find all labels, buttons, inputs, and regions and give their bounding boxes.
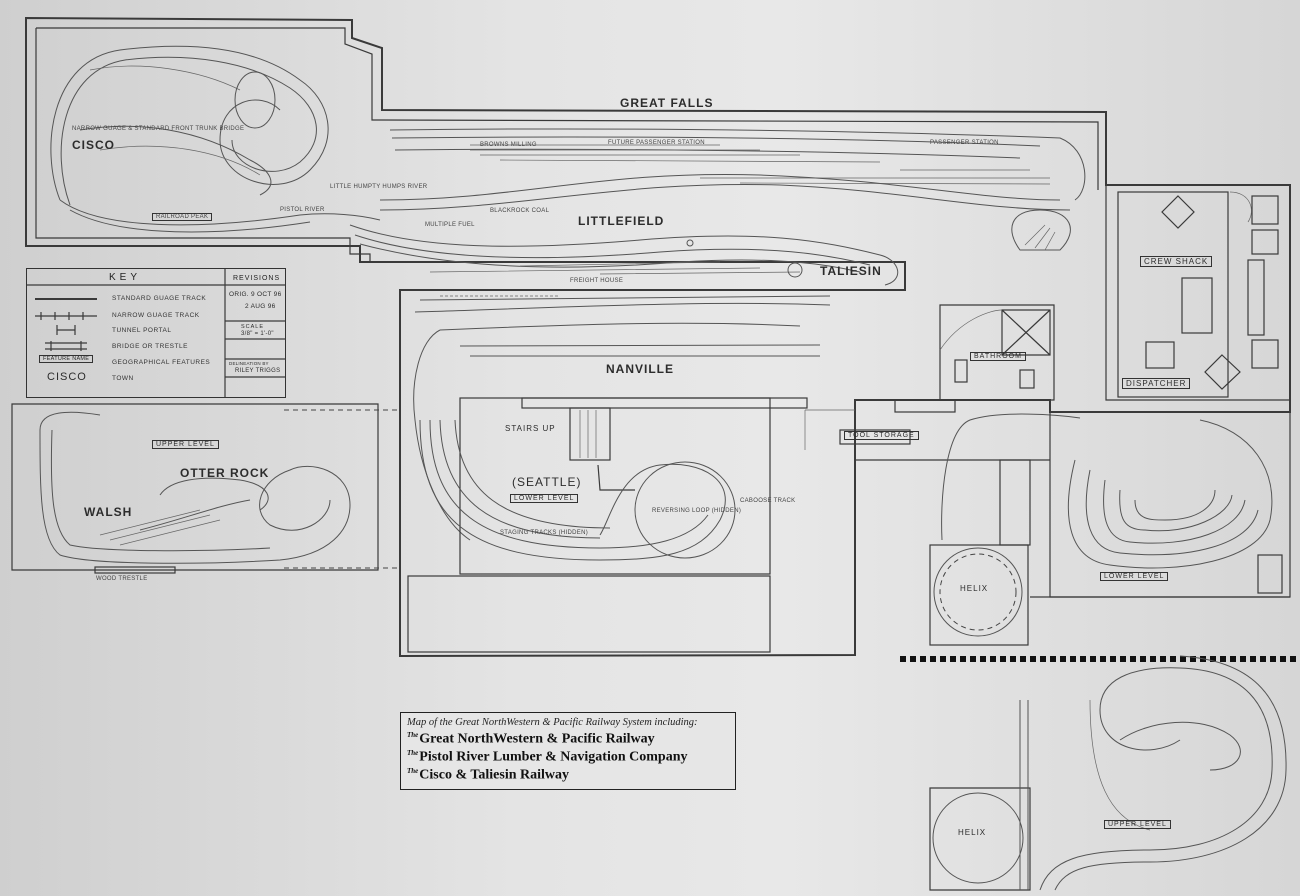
littlefield-tracks bbox=[349, 224, 898, 286]
feature-front-trunk-bridge: NARROW GUAGE & STANDARD FRONT TRUNK BRID… bbox=[72, 126, 245, 132]
key-standard-track: STANDARD GUAGE TRACK bbox=[112, 295, 207, 302]
revisions-title: REVISIONS bbox=[233, 275, 281, 282]
feature-browns-milling: BROWNS MILLING bbox=[480, 142, 537, 148]
room-dispatcher: DISPATCHER bbox=[1122, 378, 1191, 389]
feature-blackrock-coal: BLACKROCK COAL bbox=[490, 208, 550, 214]
great-falls-tracks bbox=[379, 128, 1086, 211]
feature-future-passenger-station: FUTURE PASSENGER STATION bbox=[608, 140, 705, 146]
room-stairs-up: STAIRS UP bbox=[505, 424, 556, 433]
key-tunnel-portal: TUNNEL PORTAL bbox=[112, 327, 172, 334]
key-feature-sample: FEATURE NAME bbox=[39, 355, 94, 363]
feature-wood-trestle: WOOD TRESTLE bbox=[96, 576, 148, 582]
railway-pistol-river: Pistol River Lumber & Navigation Company bbox=[419, 749, 688, 765]
south-upper-level bbox=[929, 655, 1287, 891]
feature-reversing-loop: REVERSING LOOP (HIDDEN) bbox=[652, 508, 742, 514]
railway-great-northwestern: Great NorthWestern & Pacific Railway bbox=[419, 731, 655, 747]
town-otter-rock: OTTER ROCK bbox=[180, 466, 270, 480]
key-geo-features: GEOGRAPHICAL FEATURES bbox=[112, 359, 211, 366]
delineation-title: DELINEATION BY bbox=[229, 361, 269, 366]
feature-passenger-station: PASSENGER STATION bbox=[930, 140, 999, 146]
feature-pistol-river: PISTOL RIVER bbox=[280, 207, 325, 213]
map-key: KEY REVISIONS STANDARD GUAGE TRACK NARRO… bbox=[26, 268, 286, 398]
railway-line-2: ThePistol River Lumber & Navigation Comp… bbox=[407, 749, 688, 766]
walsh-upper-level bbox=[11, 403, 400, 574]
railway-cisco-taliesin: Cisco & Taliesin Railway bbox=[419, 767, 570, 783]
town-seattle: (SEATTLE) bbox=[512, 475, 582, 489]
railway-line-3: TheCisco & Taliesin Railway bbox=[407, 767, 569, 784]
key-town-sample: CISCO bbox=[47, 371, 87, 383]
middle-rooms bbox=[804, 304, 1055, 461]
delineator-name: RILEY TRIGGS bbox=[235, 368, 281, 374]
town-cisco: CISCO bbox=[72, 138, 116, 152]
title-caption: Map of the Great NorthWestern & Pacific … bbox=[407, 717, 698, 728]
cisco-tracks bbox=[50, 45, 381, 233]
feature-little-humpty-river: LITTLE HUMPTY HUMPS RIVER bbox=[330, 184, 428, 190]
label-lower-level-east: LOWER LEVEL bbox=[1100, 572, 1169, 581]
nanville-tracks bbox=[413, 295, 831, 541]
feature-multiple-fuel: MULTIPLE FUEL bbox=[425, 222, 475, 228]
the-prefix: The bbox=[407, 767, 419, 775]
feature-railroad-peak: RAILROAD PEAK bbox=[152, 213, 213, 221]
roundhouse bbox=[1011, 209, 1071, 251]
helix-lower-drawing bbox=[929, 413, 1081, 646]
the-prefix: The bbox=[407, 749, 419, 757]
the-prefix: The bbox=[407, 731, 419, 739]
label-upper-level-south: UPPER LEVEL bbox=[1104, 820, 1171, 829]
town-littlefield: LITTLEFIELD bbox=[578, 214, 665, 228]
railway-line-1: TheGreat NorthWestern & Pacific Railway bbox=[407, 731, 655, 748]
town-taliesin: TALIESIN bbox=[820, 264, 882, 278]
key-bridge: BRIDGE OR TRESTLE bbox=[112, 343, 188, 350]
scale-title: SCALE bbox=[241, 324, 265, 330]
label-lower-level-seattle: LOWER LEVEL bbox=[510, 494, 579, 503]
revision-second: 2 AUG 96 bbox=[245, 303, 276, 310]
room-tool-storage: TOOL STORAGE bbox=[844, 431, 919, 440]
seattle-staging bbox=[407, 397, 808, 653]
room-helix-lower: HELIX bbox=[960, 584, 989, 593]
town-walsh: WALSH bbox=[84, 505, 133, 519]
room-crew-shack: CREW SHACK bbox=[1140, 256, 1213, 267]
feature-caboose-track: CABOOSE TRACK bbox=[740, 498, 796, 504]
crew-room bbox=[1105, 184, 1291, 401]
room-bathroom: BATHROOM bbox=[970, 352, 1026, 361]
label-upper-level-walsh: UPPER LEVEL bbox=[152, 440, 219, 449]
scale-value: 3/8" = 1'-0" bbox=[241, 331, 274, 337]
town-nanville: NANVILLE bbox=[606, 362, 674, 376]
room-helix-upper: HELIX bbox=[958, 828, 987, 837]
revision-original: ORIG. 9 OCT 96 bbox=[229, 291, 282, 298]
key-title: KEY bbox=[109, 272, 142, 283]
key-town: TOWN bbox=[112, 375, 134, 382]
feature-staging-tracks: STAGING TRACKS (HIDDEN) bbox=[500, 530, 589, 536]
feature-freight-house: FREIGHT HOUSE bbox=[570, 278, 624, 284]
town-great-falls: GREAT FALLS bbox=[620, 96, 714, 110]
map-title-block: Map of the Great NorthWestern & Pacific … bbox=[400, 712, 736, 790]
east-lower-level bbox=[1030, 411, 1291, 598]
key-narrow-track: NARROW GUAGE TRACK bbox=[112, 312, 200, 319]
